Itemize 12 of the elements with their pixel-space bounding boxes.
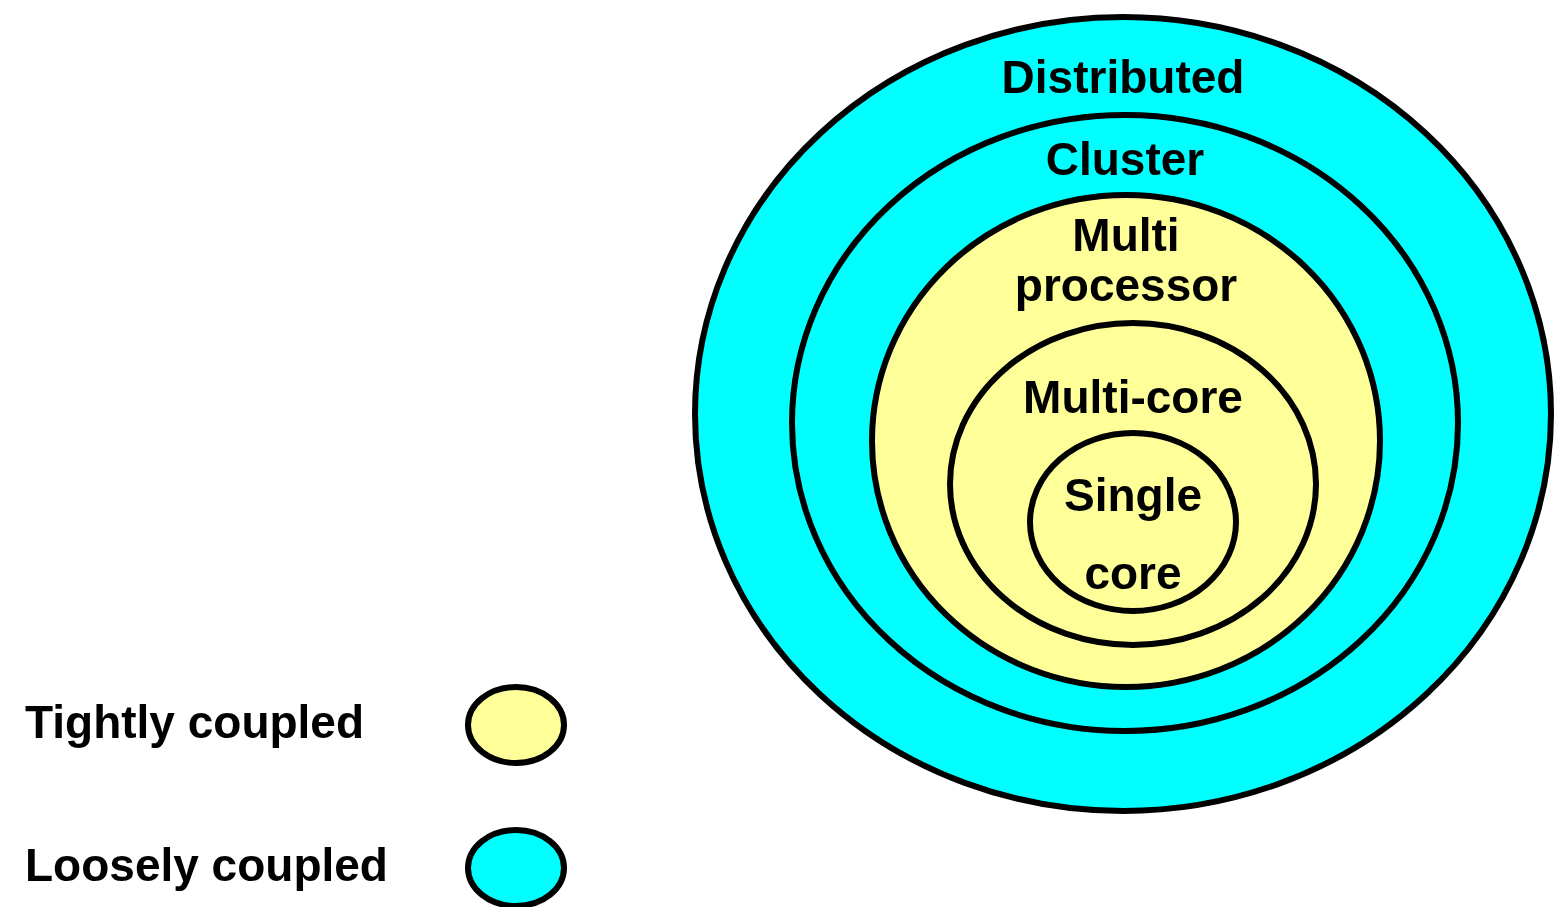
region-label: Multi processor xyxy=(1013,210,1239,310)
ellipse-region xyxy=(1027,430,1239,614)
ellipse-region xyxy=(947,320,1319,648)
ellipse-region xyxy=(869,192,1383,690)
legend-label: Tightly coupled xyxy=(25,697,365,747)
ellipse-region xyxy=(789,112,1461,734)
region-label: Single core xyxy=(1063,468,1203,601)
ellipse-region xyxy=(692,14,1554,814)
legend-label: Loosely coupled xyxy=(25,840,388,890)
region-label: Distributed xyxy=(1000,52,1246,102)
region-label: Multi-core xyxy=(1022,372,1244,422)
region-label: Cluster xyxy=(1044,134,1206,184)
